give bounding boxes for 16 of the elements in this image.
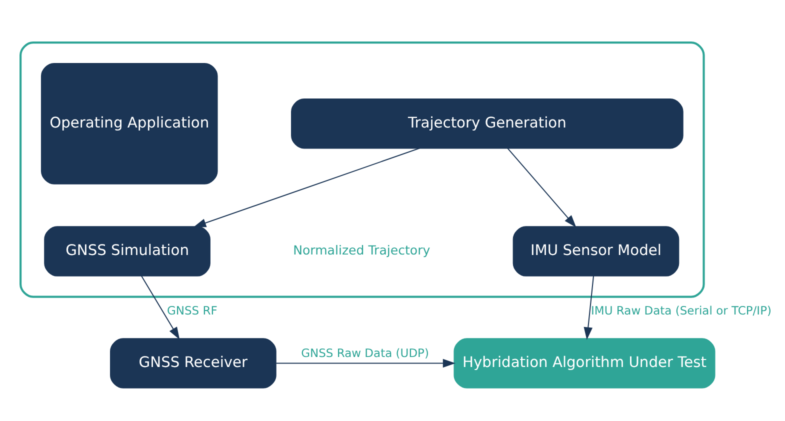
edge-label: GNSS RF (166, 302, 218, 317)
node-box: GNSS Receiver (110, 338, 276, 388)
cluster (20, 41, 705, 298)
node-box: Operating Application (40, 62, 218, 184)
node-box: Trajectory Generation (291, 98, 684, 148)
arrow (584, 275, 594, 340)
label: Normalized Trajectory (293, 242, 430, 258)
arrow (276, 358, 456, 368)
node-box: IMU Sensor Model (512, 226, 680, 276)
edge-label: IMU Raw Data (Serial or TCP/IP) (591, 302, 772, 317)
arrow (140, 275, 180, 340)
arrow (507, 147, 576, 227)
arrow (193, 147, 420, 227)
node-box: Hybridation Algorithm Under Test (454, 338, 716, 388)
node-box: GNSS Simulation (44, 226, 210, 276)
edge-label: GNSS Raw Data (UDP) (301, 345, 429, 360)
